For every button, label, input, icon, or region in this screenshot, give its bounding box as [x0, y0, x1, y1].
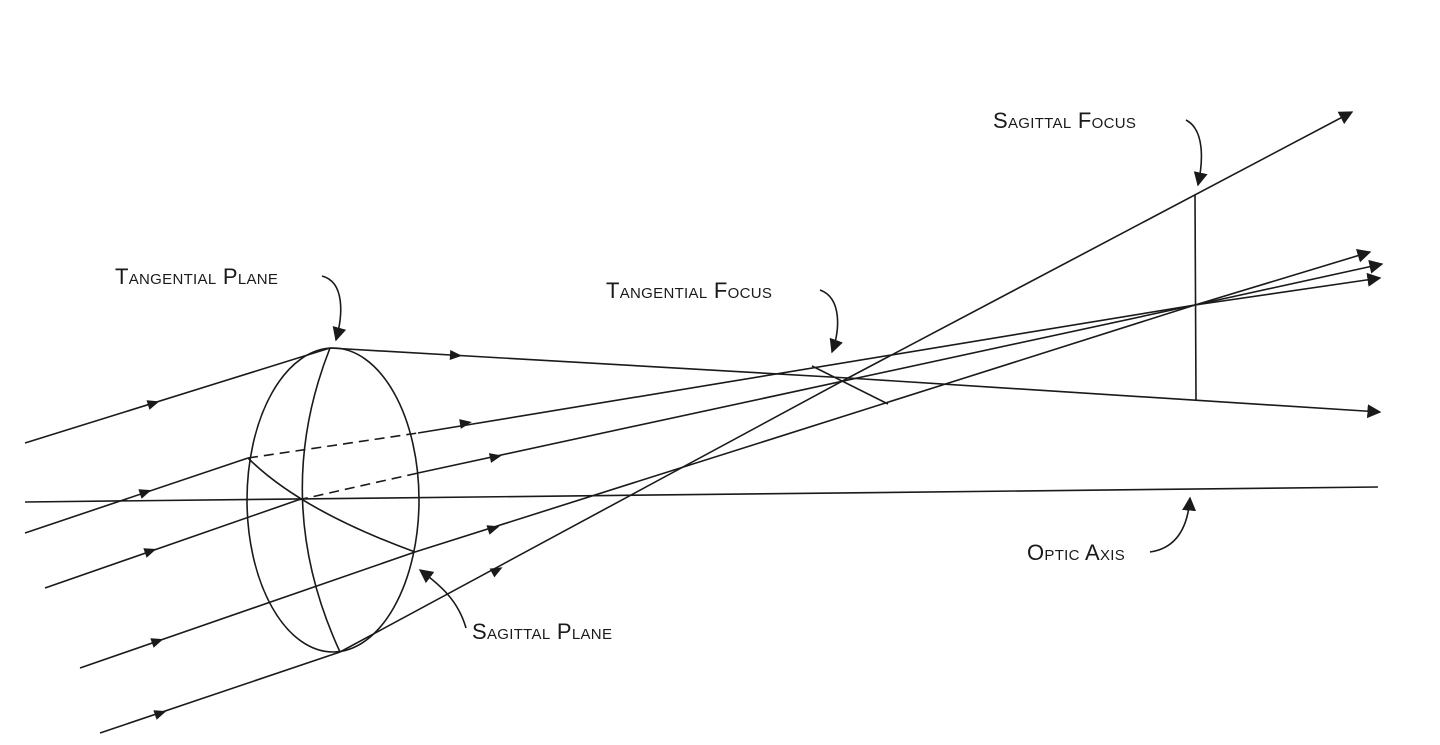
- incoming-ray-lower: [79, 551, 416, 669]
- sagittal-plane-meridian: [247, 457, 416, 553]
- optic-axis-leader: [1149, 496, 1197, 553]
- tangential-plane-label: Tangential Plane: [115, 264, 278, 289]
- ray-arrow: [150, 638, 164, 648]
- ray-arrow: [459, 419, 472, 429]
- incoming-ray-middle: [44, 499, 299, 589]
- ray-arrow: [138, 489, 152, 499]
- sagittal-ray-chief-inner: [297, 472, 419, 501]
- tangential-ray-top: [329, 347, 849, 379]
- tangential-ray-bottom-exit: [847, 111, 1354, 379]
- ray-arrow: [143, 548, 157, 558]
- sagittal-ray-upper: [417, 304, 1196, 434]
- tangential-plane-meridian: [301, 347, 341, 653]
- sagittal-plane-leader: [418, 569, 467, 629]
- ray-arrow: [489, 567, 503, 578]
- optic-axis-line: [24, 486, 1379, 503]
- optic-axis-label: Optic Axis: [1027, 540, 1125, 565]
- tangential-ray-top-exit: [847, 377, 1382, 419]
- sagittal-ray-chief: [417, 304, 1196, 474]
- tangential-focus-leader: [819, 289, 843, 354]
- incoming-ray-top: [24, 347, 331, 444]
- ray-arrow: [449, 350, 462, 360]
- sagittal-focus-label: Sagittal Focus: [993, 108, 1136, 133]
- sagittal-ray-upper-exit: [1194, 259, 1384, 306]
- sagittal-focal-line: [1194, 194, 1197, 401]
- incoming-ray-bottom: [99, 651, 341, 734]
- ray-arrow: [153, 710, 167, 720]
- sagittal-ray-upper-inner: [247, 432, 419, 459]
- ray-arrow: [488, 453, 502, 463]
- tangential-focal-line: [811, 365, 889, 405]
- sagittal-focus-leader: [1185, 119, 1208, 187]
- sagittal-ray-lower: [414, 304, 1196, 553]
- tangential-focus-label: Tangential Focus: [606, 278, 772, 303]
- incoming-ray-upper: [24, 457, 249, 534]
- tangential-ray-bottom: [339, 377, 849, 653]
- tangential-plane-leader: [321, 275, 347, 342]
- ray-arrow: [486, 525, 500, 535]
- sagittal-plane-label: Sagittal Plane: [472, 619, 612, 644]
- sagittal-ray-lower-exit: [1194, 272, 1382, 306]
- ray-arrow: [146, 400, 160, 410]
- sagittal-ray-chief-exit: [1194, 248, 1372, 306]
